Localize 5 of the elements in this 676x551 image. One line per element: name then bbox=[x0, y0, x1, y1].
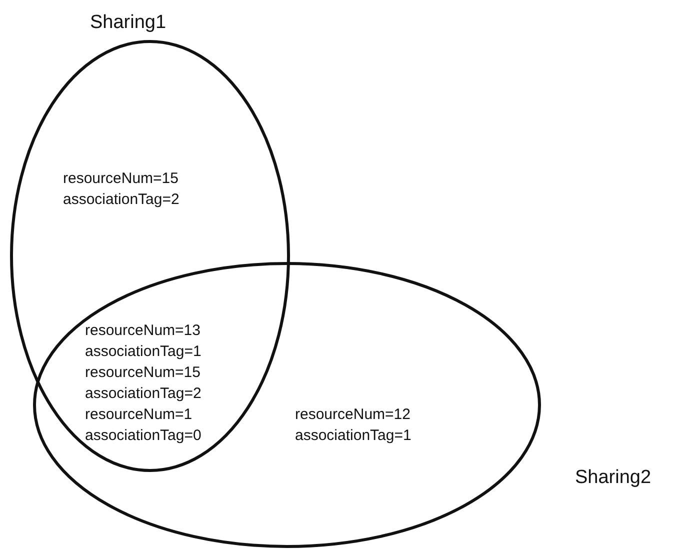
set-members-text: resourceNum=15 associationTag=2 bbox=[63, 169, 180, 210]
set-title: Sharing1 bbox=[90, 12, 166, 34]
set-title: Sharing2 bbox=[575, 467, 652, 489]
set-members-text: resourceNum=12 associationTag=1 bbox=[295, 405, 412, 446]
intersection-members-text: resourceNum=13 associationTag=1 resourceNum=15 associationTag=2 resourceNum=1 associationTag=0 bbox=[85, 321, 202, 446]
